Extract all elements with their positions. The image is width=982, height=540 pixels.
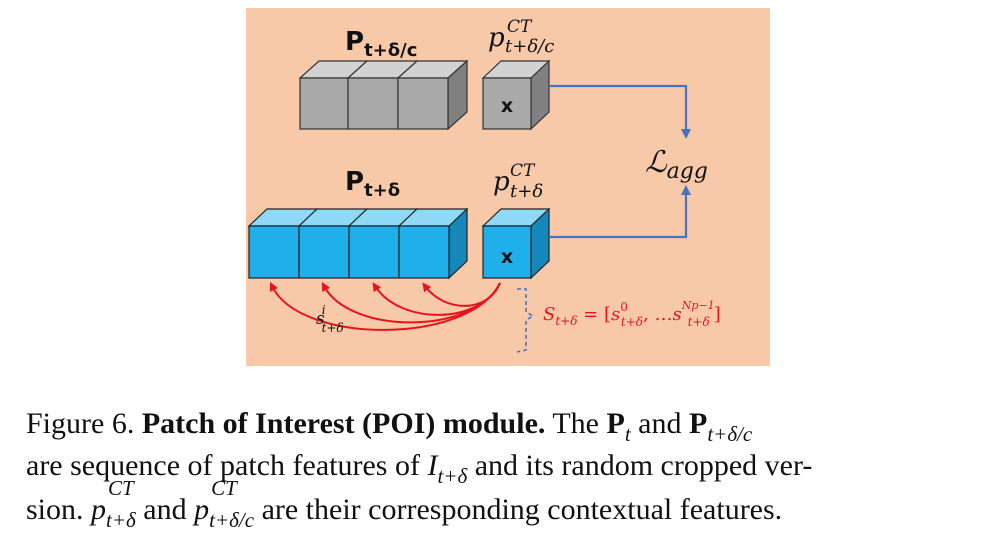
poi-diagram: x x Pt+δ/c p CT t+δ/c Pt+δ p CT t+δ ℒagg xyxy=(246,8,770,366)
caption-line-2: are sequence of patch features of It+δ a… xyxy=(26,449,966,487)
caption-symbol: p xyxy=(194,493,210,526)
similarity-arcs xyxy=(269,281,501,331)
bottom-to-loss-arrow xyxy=(549,185,691,239)
bottom-ct-label-sup: CT xyxy=(510,161,536,181)
bottom-ct-label-sub: t+δ xyxy=(510,181,543,202)
caption-subscript: t xyxy=(624,422,631,446)
caption-symbol: P xyxy=(689,407,708,440)
figure-label: Figure 6. xyxy=(26,407,135,440)
loss-label: ℒagg xyxy=(645,145,708,184)
top-ct-cube xyxy=(481,59,551,131)
caption-text: are their corresponding contextual featu… xyxy=(261,493,783,526)
top-ct-label-main: p xyxy=(488,23,505,53)
similarity-arc-4 xyxy=(422,282,501,307)
caption-text: are sequence of patch features of xyxy=(26,449,420,482)
top-ct-label-sub: t+δ/c xyxy=(505,36,554,57)
caption-text: and its random cropped ver- xyxy=(474,449,813,482)
caption-subscript: t+δ/c xyxy=(707,422,753,446)
top-sequence-label: Pt+δ/c xyxy=(345,27,417,61)
caption-subscript: t+δ xyxy=(437,464,468,488)
top-cube-mark: x xyxy=(501,95,513,117)
caption-title: Patch of Interest (POI) module. xyxy=(141,407,546,440)
top-ct-label-sup: CT xyxy=(507,17,533,37)
caption-symbol: p xyxy=(91,493,107,526)
caption-text: and xyxy=(638,407,682,440)
caption-symbol: I xyxy=(427,449,438,482)
caption-symbol: P xyxy=(606,407,625,440)
bottom-cube-mark: x xyxy=(501,246,513,268)
caption-line-1: Figure 6. Patch of Interest (POI) module… xyxy=(26,407,966,445)
top-to-loss-arrow xyxy=(549,84,691,139)
bottom-patch-sequence xyxy=(247,207,469,280)
caption-text: and xyxy=(143,493,187,526)
set-brace xyxy=(516,288,535,353)
bottom-ct-label-main: p xyxy=(493,167,510,197)
bottom-ct-cube xyxy=(481,207,551,280)
bottom-sequence-label: Pt+δ xyxy=(345,167,400,201)
top-patch-sequence xyxy=(298,59,469,131)
caption-text: The xyxy=(552,407,599,440)
caption-text: sion. xyxy=(26,493,84,526)
